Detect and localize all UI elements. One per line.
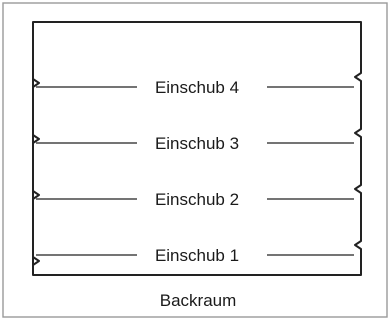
diagram-frame (2, 2, 388, 318)
oven-cavity-caption: Backraum (160, 291, 237, 310)
rack-2-label: Einschub 2 (155, 190, 239, 209)
rack-3-label: Einschub 3 (155, 134, 239, 153)
rack-1-label: Einschub 1 (155, 246, 239, 265)
rack-4-label: Einschub 4 (155, 78, 239, 97)
oven-cavity-outline (32, 21, 362, 276)
